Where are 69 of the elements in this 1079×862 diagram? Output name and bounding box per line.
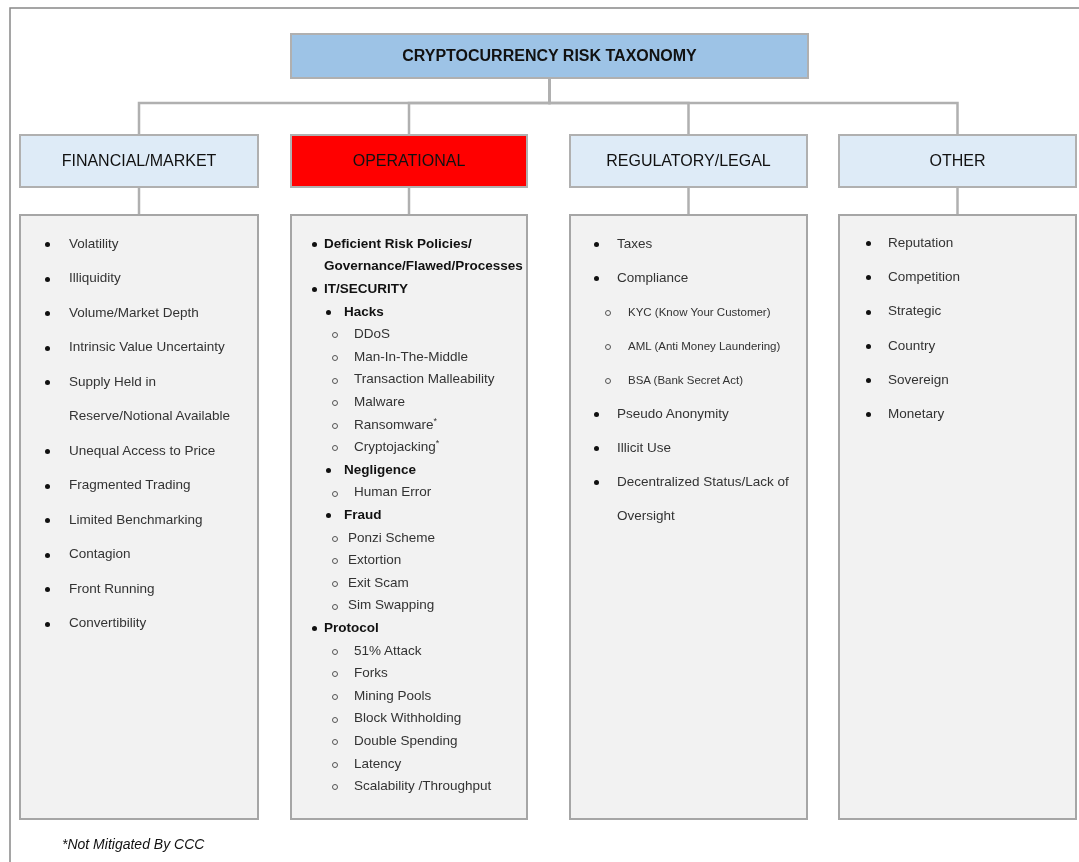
risk-list-panel <box>290 214 528 820</box>
list-item: Supply Held in Reserve/Notional Available <box>45 364 253 434</box>
category-label: REGULATORY/LEGAL <box>606 152 771 170</box>
connector-line <box>137 188 141 214</box>
list-item: Transaction Malleability <box>332 368 522 391</box>
list-item: Sovereign <box>866 363 1071 398</box>
list-item: Cryptojacking$^{*}$ <box>332 436 522 459</box>
list-item: Double Spending <box>332 729 522 753</box>
connector-line <box>407 188 411 214</box>
list-item: Taxes <box>594 227 802 261</box>
list-item: AML (Anti Money Laundering) <box>605 329 802 363</box>
list-item: Intrinsic Value Uncertainty <box>45 330 253 365</box>
category-label: FINANCIAL/MARKET <box>61 152 217 170</box>
list-item: Volatility <box>45 226 253 262</box>
list-item: Contagion <box>45 537 253 572</box>
risk-list-panel <box>569 214 808 820</box>
list-item: Mining Pools <box>332 684 522 708</box>
list-item: Reputation <box>866 225 1071 261</box>
list-item: Man-In-The-Middle <box>332 345 522 369</box>
list-item: Pseudo Anonymity <box>594 397 802 431</box>
list-item: Hacks <box>326 300 522 324</box>
list-item: KYC (Know Your Customer) <box>605 295 802 329</box>
list-item: Human Error <box>332 481 522 504</box>
root-label: CRYPTOCURRENCY RISK TAXONOMY <box>402 47 697 65</box>
footnote: *Not Mitigated By CCC <box>62 836 205 852</box>
risk-list-panel <box>19 214 259 820</box>
list-item: Scalability /Throughput <box>332 775 522 798</box>
list-item: Block Withholding <box>332 707 522 730</box>
list-item: Competition <box>866 260 1071 295</box>
list-item: Ponzi Scheme <box>332 526 522 550</box>
category-box <box>290 134 528 188</box>
list-item: Malware <box>332 390 522 414</box>
list-item: Strategic <box>866 294 1071 329</box>
list-item: Ransomware$^{*}$ <box>332 413 522 437</box>
list-item: Illicit Use <box>594 431 802 465</box>
list-item: Sim Swapping <box>332 594 522 617</box>
list-item: Protocol <box>312 616 522 640</box>
list-item: Illiquidity <box>45 261 253 296</box>
list-item: Extortion <box>332 549 522 572</box>
list-item: Deficient Risk Policies/ Governance/Flawed/Processes <box>312 232 522 278</box>
list-item: Fragmented Trading <box>45 468 253 503</box>
connector-line <box>548 79 959 134</box>
list-item: Forks <box>332 662 522 685</box>
list-item: 51% Attack <box>332 639 522 663</box>
list-item: Decentralized Status/Lack of Oversight <box>594 465 802 533</box>
list-item: Unequal Access to Price <box>45 433 253 469</box>
list-item: Fraud <box>326 503 522 527</box>
risk-list-panel <box>838 214 1077 820</box>
list-item: Country <box>866 328 1071 364</box>
list-item: Latency <box>332 752 522 776</box>
list-item: Negligence <box>326 458 522 482</box>
list-item: Volume/Market Depth <box>45 295 253 331</box>
list-item: Front Running <box>45 571 253 607</box>
list-item: Compliance <box>594 261 802 295</box>
category-box <box>19 134 259 188</box>
title-box <box>290 33 809 79</box>
category-label: OPERATIONAL <box>352 152 466 170</box>
connector-line <box>687 188 690 214</box>
list-item: IT/SECURITY <box>312 277 522 301</box>
category-label: OTHER <box>929 152 986 170</box>
list-item: Exit Scam <box>332 571 522 595</box>
list-item: Limited Benchmarking <box>45 502 253 538</box>
connector-line <box>956 188 959 214</box>
list-item: BSA (Bank Secret Act) <box>605 363 802 397</box>
category-box <box>569 134 808 188</box>
list-item: Convertibility <box>45 606 253 641</box>
category-box <box>838 134 1077 188</box>
list-item: DDoS <box>332 323 522 346</box>
list-item: Monetary <box>866 397 1071 432</box>
